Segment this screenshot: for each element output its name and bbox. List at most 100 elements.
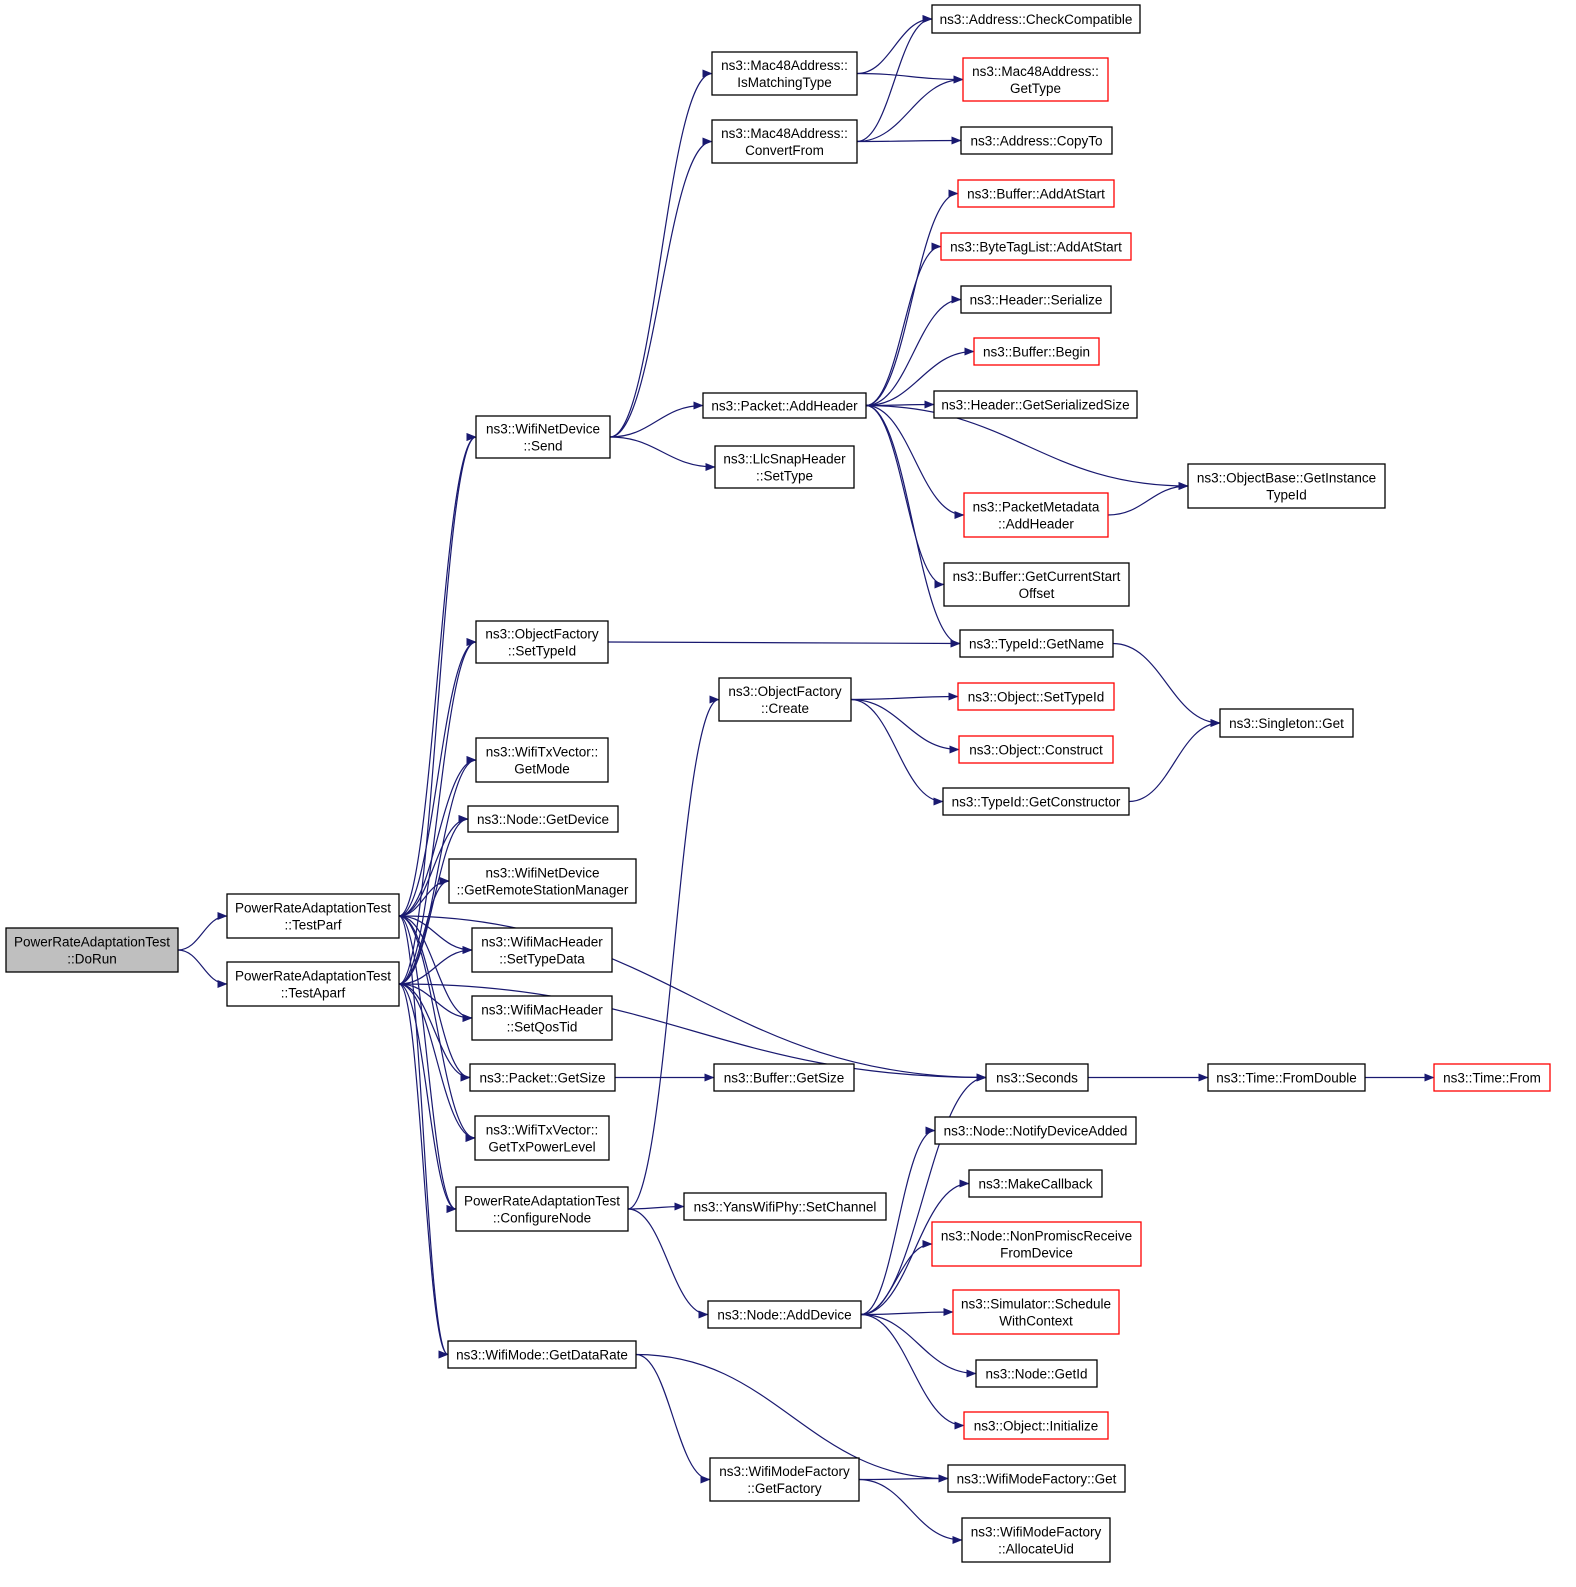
node-box	[447, 1340, 637, 1369]
node-copyto[interactable]: ns3::Address::CopyTo	[960, 126, 1113, 155]
node-label-line: ns3::TypeId::GetName	[969, 637, 1104, 652]
node-box	[448, 858, 637, 904]
node-setqostid[interactable]: ns3::WifiMacHeader::SetQosTid	[471, 995, 613, 1041]
node-label-line: ns3::WifiModeFactory	[971, 1525, 1102, 1540]
node-dorun[interactable]: PowerRateAdaptationTest::DoRun	[5, 927, 179, 973]
node-objsettypeid[interactable]: ns3::Object::SetTypeId	[957, 682, 1115, 711]
edge-testparf-to-wifisend	[398, 433, 477, 917]
node-label-line: ns3::MakeCallback	[978, 1177, 1092, 1192]
node-fromdouble[interactable]: ns3::Time::FromDouble	[1207, 1063, 1366, 1092]
node-label-line: ns3::WifiTxVector::	[486, 745, 599, 760]
node-box	[1219, 708, 1354, 738]
node-getdatarate[interactable]: ns3::WifiMode::GetDataRate	[447, 1340, 637, 1369]
node-nodegetdevice[interactable]: ns3::Node::GetDevice	[467, 805, 619, 833]
edge-addheader-to-bufbegin	[865, 347, 975, 407]
edge-testparf-to-txvgetmode	[398, 756, 477, 917]
node-label-line: ns3::WifiNetDevice	[486, 422, 600, 437]
edge-nodeadddevice-to-objinitialize	[860, 1313, 965, 1430]
edge-testparf-to-settypedata	[398, 915, 473, 954]
node-bufbegin[interactable]: ns3::Buffer::Begin	[973, 337, 1100, 366]
edge-wifisend-to-addheader	[609, 401, 704, 438]
node-box	[957, 179, 1115, 208]
node-addheader[interactable]: ns3::Packet::AddHeader	[702, 392, 867, 419]
node-box	[959, 629, 1114, 658]
node-btladdatstart[interactable]: ns3::ByteTagList::AddAtStart	[940, 232, 1132, 261]
edges-layer	[177, 15, 1435, 1544]
node-seconds[interactable]: ns3::Seconds	[985, 1063, 1089, 1092]
node-label-line: ns3::Mac48Address::	[721, 126, 848, 141]
edge-testparf-to-gettxpower	[398, 915, 476, 1142]
node-gettxpower[interactable]: ns3::WifiTxVector::GetTxPowerLevel	[474, 1115, 610, 1161]
node-getrsm[interactable]: ns3::WifiNetDevice::GetRemoteStationMana…	[448, 858, 637, 904]
edge-addheader-to-bufaddatstart	[865, 189, 959, 407]
node-ofsettypeid[interactable]: ns3::ObjectFactory::SetTypeId	[475, 620, 609, 664]
node-settypedata[interactable]: ns3::WifiMacHeader::SetTypeData	[471, 927, 613, 973]
node-label-line: ns3::Address::CheckCompatible	[940, 12, 1133, 27]
node-testaparf[interactable]: PowerRateAdaptationTest::TestAparf	[226, 961, 400, 1007]
node-configurenode[interactable]: PowerRateAdaptationTest::ConfigureNode	[455, 1186, 629, 1232]
node-label-line: ns3::PacketMetadata	[973, 500, 1100, 515]
node-convertfrom[interactable]: ns3::Mac48Address::ConvertFrom	[711, 119, 858, 164]
node-label-line: ns3::WifiModeFactory::Get	[957, 1472, 1117, 1487]
node-label-line: GetType	[1010, 81, 1061, 96]
node-box	[968, 1169, 1103, 1198]
node-box	[931, 4, 1141, 34]
node-objconstruct[interactable]: ns3::Object::Construct	[958, 735, 1114, 764]
node-label-line: ::AllocateUid	[998, 1542, 1074, 1557]
node-wmfget[interactable]: ns3::WifiModeFactory::Get	[947, 1464, 1126, 1493]
node-label-line: ::DoRun	[67, 952, 117, 967]
node-checkcompat[interactable]: ns3::Address::CheckCompatible	[931, 4, 1141, 34]
node-label-line: ns3::Singleton::Get	[1229, 716, 1344, 731]
node-buffergetsize[interactable]: ns3::Buffer::GetSize	[713, 1063, 855, 1092]
node-macgettype[interactable]: ns3::Mac48Address::GetType	[962, 57, 1109, 102]
node-testparf[interactable]: PowerRateAdaptationTest::TestParf	[226, 893, 400, 939]
node-ismatching[interactable]: ns3::Mac48Address::IsMatchingType	[711, 51, 858, 96]
node-label-line: ns3::ObjectBase::GetInstance	[1197, 471, 1376, 486]
node-label-line: ::TestParf	[284, 918, 341, 933]
nodes-layer: PowerRateAdaptationTest::DoRunPowerRateA…	[5, 4, 1551, 1563]
node-nodegetid[interactable]: ns3::Node::GetId	[975, 1359, 1098, 1388]
node-bufaddatstart[interactable]: ns3::Buffer::AddAtStart	[957, 179, 1115, 208]
node-box	[934, 1116, 1137, 1145]
node-getconstructor[interactable]: ns3::TypeId::GetConstructor	[942, 787, 1130, 816]
node-box	[1187, 463, 1386, 509]
edge-nodeadddevice-to-makecallback	[860, 1179, 970, 1316]
node-typeidgetname[interactable]: ns3::TypeId::GetName	[959, 629, 1114, 658]
node-setchannel[interactable]: ns3::YansWifiPhy::SetChannel	[683, 1192, 887, 1221]
node-nodeadddevice[interactable]: ns3::Node::AddDevice	[707, 1300, 862, 1329]
node-txvgetmode[interactable]: ns3::WifiTxVector::GetMode	[475, 737, 609, 783]
node-label-line: PowerRateAdaptationTest	[14, 935, 170, 950]
node-allocateuid[interactable]: ns3::WifiModeFactory::AllocateUid	[961, 1517, 1111, 1563]
node-box	[711, 119, 858, 164]
node-box	[683, 1192, 887, 1221]
edge-nodeadddevice-to-nodegetid	[860, 1313, 977, 1378]
node-getfactory[interactable]: ns3::WifiModeFactory::GetFactory	[709, 1457, 860, 1502]
node-packetgetsize[interactable]: ns3::Packet::GetSize	[469, 1063, 616, 1092]
node-label-line: ns3::Node::NonPromiscReceive	[941, 1229, 1132, 1244]
node-wifisend[interactable]: ns3::WifiNetDevice::Send	[475, 415, 611, 459]
node-headerserialize[interactable]: ns3::Header::Serialize	[960, 285, 1112, 314]
node-box	[5, 927, 179, 973]
node-timefrom[interactable]: ns3::Time::From	[1433, 1063, 1551, 1092]
node-notifydeviceadded[interactable]: ns3::Node::NotifyDeviceAdded	[934, 1116, 1137, 1145]
node-label-line: TypeId	[1266, 488, 1307, 503]
node-label-line: ::SetType	[756, 469, 813, 484]
node-label-line: ns3::Buffer::GetSize	[724, 1071, 845, 1086]
node-label-line: FromDevice	[1000, 1246, 1073, 1261]
node-ofcreate[interactable]: ns3::ObjectFactory::Create	[718, 677, 852, 722]
edge-convertfrom-to-copyto	[856, 136, 962, 145]
node-getserializedsize[interactable]: ns3::Header::GetSerializedSize	[933, 390, 1138, 419]
edge-getconstructor-to-singletonget	[1128, 719, 1221, 803]
node-pmaddheader[interactable]: ns3::PacketMetadata::AddHeader	[963, 492, 1109, 538]
node-label-line: ns3::WifiModeFactory	[719, 1464, 850, 1479]
node-makecallback[interactable]: ns3::MakeCallback	[968, 1169, 1103, 1198]
node-llcsettype[interactable]: ns3::LlcSnapHeader::SetType	[714, 445, 855, 489]
node-box	[952, 1289, 1120, 1335]
node-box	[931, 1221, 1142, 1267]
node-objinitialize[interactable]: ns3::Object::Initialize	[963, 1411, 1109, 1440]
node-singletonget[interactable]: ns3::Singleton::Get	[1219, 708, 1354, 738]
